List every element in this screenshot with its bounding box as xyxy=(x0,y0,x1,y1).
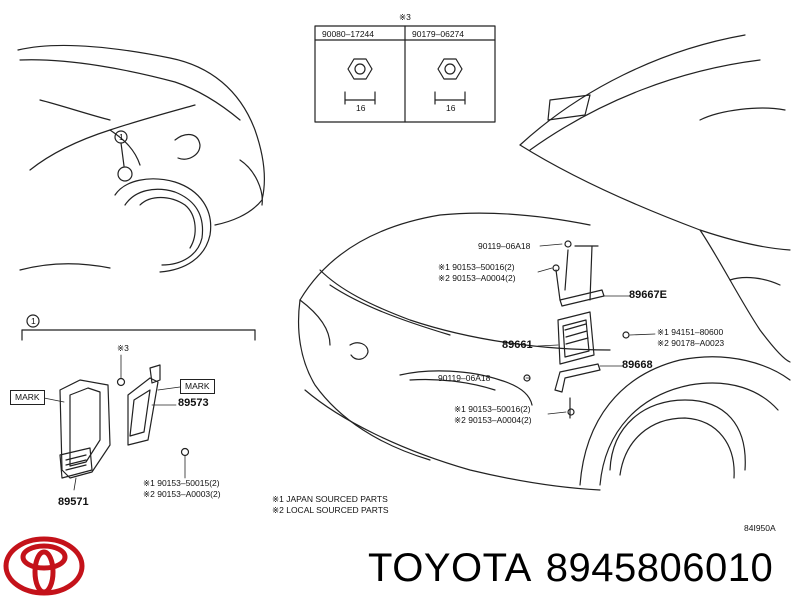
label-mark-right: MARK xyxy=(180,379,215,394)
callout-1-inset: 1 xyxy=(31,316,36,326)
label-inset-bolt-2: ※2 90153–A0003(2) xyxy=(143,489,221,499)
front-leader-lines xyxy=(525,243,656,415)
label-90119-mid: 90119–06A18 xyxy=(438,373,491,383)
label-89661: 89661 xyxy=(502,339,533,351)
label-low-bolt-1: ※1 90153–50016(2) xyxy=(454,404,531,414)
inset-frame xyxy=(21,314,256,341)
toyota-logo xyxy=(3,536,85,596)
label-89668: 89668 xyxy=(622,359,653,371)
fastener-header-2: 90179–06274 xyxy=(412,29,465,39)
legend-japan: ※1 JAPAN SOURCED PARTS xyxy=(272,494,388,504)
fastener-table xyxy=(314,25,496,123)
label-top-bolt-2: ※2 90153–A0004(2) xyxy=(438,273,516,283)
footer-title: TOYOTA 8945806010 xyxy=(368,546,773,591)
label-89573: 89573 xyxy=(178,397,209,409)
label-89667E: 89667E xyxy=(629,289,667,301)
brand-name: TOYOTA xyxy=(368,546,532,590)
ecu-module-drawing xyxy=(523,240,630,419)
fastener-dim-2: 16 xyxy=(446,103,456,113)
callout-1-rear: 1 xyxy=(119,132,124,142)
label-low-bolt-2: ※2 90153–A0004(2) xyxy=(454,415,532,425)
label-inset-bolt-1: ※1 90153–50015(2) xyxy=(143,478,220,488)
drawing-code: 84I950A xyxy=(744,523,776,533)
label-right-2: ※2 90178–A0023 xyxy=(657,338,725,348)
fastener-dim-1: 16 xyxy=(356,103,366,113)
label-89571: 89571 xyxy=(58,496,89,508)
table-note-3: ※3 xyxy=(399,12,411,22)
label-90119-top: 90119–06A18 xyxy=(478,241,531,251)
legend-local: ※2 LOCAL SOURCED PARTS xyxy=(272,505,389,515)
label-mark-left: MARK xyxy=(10,390,45,405)
part-number: 8945806010 xyxy=(545,546,774,590)
rear-vehicle-drawing xyxy=(17,44,266,273)
label-top-bolt-1: ※1 90153–50016(2) xyxy=(438,262,515,272)
label-inset-note3: ※3 xyxy=(117,343,129,353)
fastener-header-1: 90080–17244 xyxy=(322,29,375,39)
inset-module-drawing xyxy=(59,364,190,479)
front-vehicle-drawing xyxy=(297,34,791,491)
label-right-1: ※1 94151–80600 xyxy=(657,327,724,337)
inset-leader-lines xyxy=(43,354,186,491)
